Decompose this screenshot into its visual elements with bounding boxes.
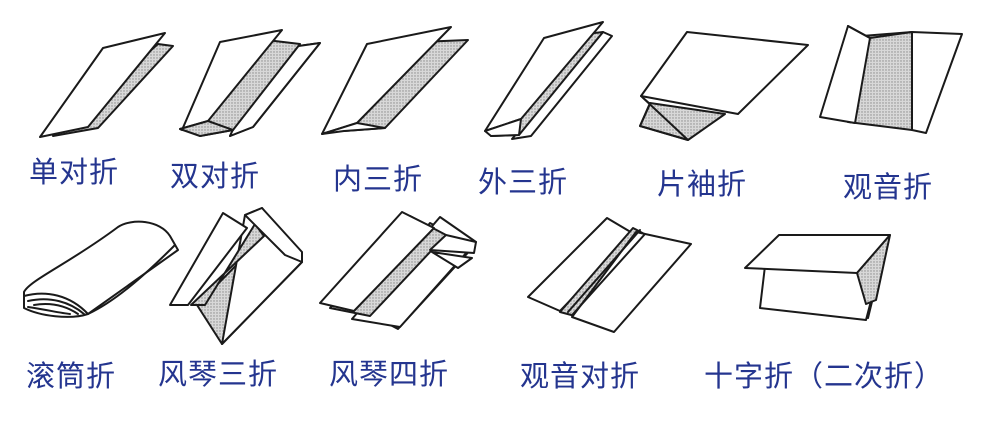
label-accordion-quad-fold: 风琴四折 bbox=[329, 357, 450, 391]
roll-fold-diagram bbox=[23, 220, 179, 318]
double-gate-fold-diagram bbox=[527, 217, 692, 333]
label-roll-fold: 滚筒折 bbox=[26, 359, 117, 393]
double-fold-diagram bbox=[179, 29, 321, 137]
label-sleeve-fold: 片袖折 bbox=[657, 167, 748, 201]
label-gate-fold: 观音折 bbox=[843, 170, 934, 204]
gate-fold-diagram bbox=[819, 25, 963, 134]
outer-tri-fold-diagram bbox=[484, 21, 613, 140]
label-inner-tri-fold: 内三折 bbox=[333, 162, 424, 196]
label-accordion-tri-fold: 风琴三折 bbox=[158, 357, 279, 391]
cross-fold-diagram bbox=[744, 234, 891, 321]
sleeve-fold-diagram bbox=[639, 31, 809, 141]
inner-tri-fold-diagram bbox=[321, 26, 469, 135]
single-fold-diagram bbox=[39, 32, 174, 138]
accordion-tri-fold-diagram bbox=[169, 207, 303, 345]
label-double-gate-fold: 观音对折 bbox=[520, 359, 641, 393]
accordion-quad-fold-diagram bbox=[319, 211, 477, 330]
label-outer-tri-fold: 外三折 bbox=[478, 165, 569, 199]
label-double-fold: 双对折 bbox=[170, 159, 261, 193]
label-cross-fold: 十字折（二次折） bbox=[704, 359, 945, 393]
label-single-fold: 单对折 bbox=[29, 155, 120, 189]
